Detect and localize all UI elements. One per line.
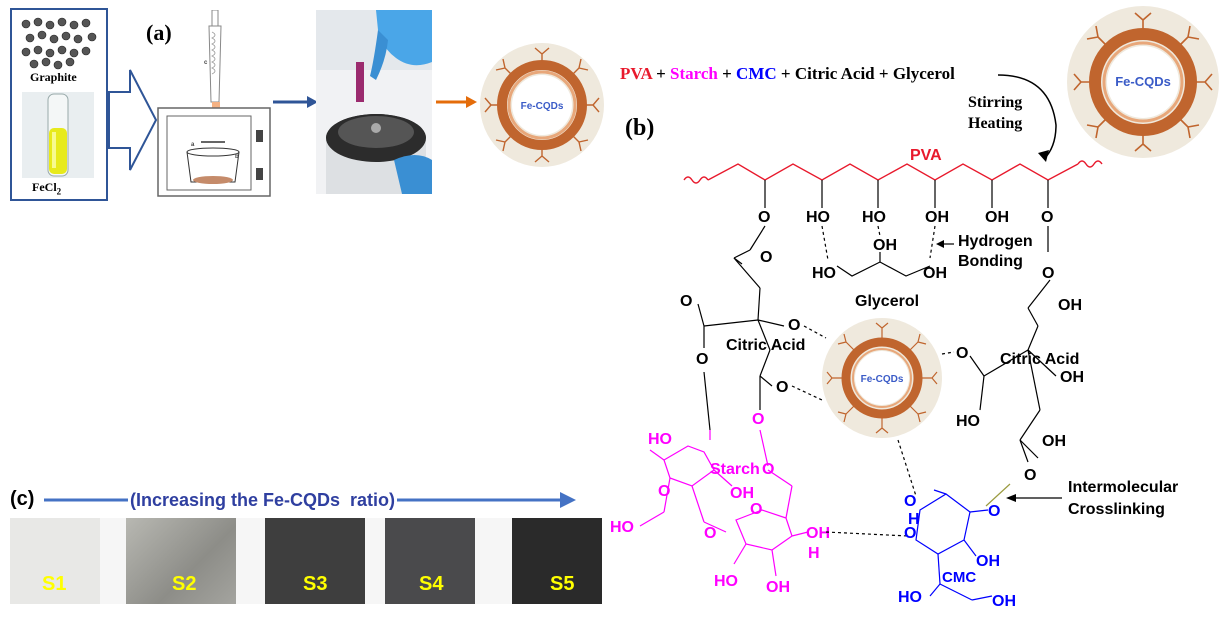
sample-s5-label: S5 [550, 573, 575, 595]
hydrogen-label: Hydrogen [958, 233, 1033, 250]
starch-label: Starch [710, 461, 760, 478]
hollow-arrow-icon [108, 69, 158, 171]
sample-s3: S3 [265, 518, 365, 604]
sample-s1: S1 [10, 518, 100, 604]
svg-text:c: c [204, 60, 208, 66]
svg-text:OH: OH [730, 485, 754, 502]
svg-text:OH: OH [985, 209, 1009, 226]
citric-acid-right-label: Citric Acid [1000, 351, 1079, 368]
graphite-label: Graphite [30, 70, 77, 84]
cmc-label: CMC [942, 569, 976, 586]
svg-text:O: O [762, 461, 774, 478]
orange-arrow-icon [436, 96, 477, 108]
pva-chain [683, 160, 1103, 184]
glycerol-label: Glycerol [855, 293, 919, 310]
svg-text:HO: HO [610, 519, 634, 536]
svg-text:OH: OH [806, 525, 830, 542]
svg-text:O: O [658, 483, 670, 500]
sample-s1-label: S1 [42, 573, 67, 595]
fecl2-vial-icon [22, 92, 94, 178]
bonding-label: Bonding [958, 253, 1023, 270]
panel-c-label: (c) [10, 488, 35, 510]
svg-text:HO: HO [648, 431, 672, 448]
svg-text:O: O [696, 351, 708, 368]
sample-s4: S4 [385, 518, 475, 604]
svg-text:O: O [758, 209, 770, 226]
svg-text:OH: OH [766, 579, 790, 596]
svg-text:O: O [1041, 209, 1053, 226]
svg-text:O: O [760, 249, 772, 266]
svg-text:OH: OH [992, 593, 1016, 610]
panel-a-label: (a) [146, 20, 172, 45]
crosslink-structure-diagram: PVA O HO HO OH OH O OH HO OH Glycerol Hy… [610, 147, 1178, 610]
sample-s2: S2 [126, 518, 236, 604]
citric-acid-left-label: Citric Acid [726, 337, 805, 354]
svg-text:O: O [704, 525, 716, 542]
svg-text:OH: OH [976, 553, 1000, 570]
fe-cqd-particle-corner: Fe-CQDs [1067, 6, 1219, 158]
reaction-starch: Starch [670, 64, 718, 83]
reaction-equation: PVA + Starch + CMC + Citric Acid + Glyce… [620, 64, 955, 84]
intermolecular-label: Intermolecular [1068, 479, 1178, 496]
reaction-cmc: CMC [736, 64, 777, 83]
reaction-rest: + Citric Acid + Glycerol [776, 64, 955, 83]
svg-text:HO: HO [806, 209, 830, 226]
panel-b-label: (b) [625, 115, 655, 141]
svg-text:OH: OH [873, 237, 897, 254]
crosslinking-label: Crosslinking [1068, 501, 1165, 518]
svg-text:HO: HO [812, 265, 836, 282]
curved-arrow-icon [997, 74, 1057, 162]
svg-text:H: H [808, 545, 820, 562]
svg-text:HO: HO [956, 413, 980, 430]
svg-text:HO: HO [898, 589, 922, 606]
svg-text:OH: OH [1058, 297, 1082, 314]
svg-text:OH: OH [923, 265, 947, 282]
precursor-box [10, 8, 108, 201]
fecl2-label-base: FeCl [32, 180, 57, 194]
svg-text:HO: HO [862, 209, 886, 226]
sample-s3-label: S3 [303, 573, 328, 595]
svg-text:O: O [1024, 467, 1036, 484]
reaction-plus-2: + [717, 64, 737, 83]
svg-text:HO: HO [714, 573, 738, 590]
svg-text:O: O [904, 493, 916, 510]
fe-cqd-a-label: Fe-CQDs [521, 101, 564, 112]
reaction-pva: PVA [620, 64, 652, 83]
stirring-label: Stirring [968, 94, 1023, 111]
starch-molecule [639, 429, 809, 577]
cmc-molecule [915, 489, 993, 601]
fecl2-label: FeCl2 [32, 180, 61, 196]
blue-arrow-1-icon [273, 96, 318, 108]
fecl2-label-sub: 2 [56, 186, 62, 197]
sample-s5: S5 [512, 518, 602, 604]
pva-chain-label: PVA [910, 147, 942, 164]
svg-text:O: O [776, 379, 788, 396]
heating-label: Heating [968, 115, 1023, 132]
svg-text:O: O [752, 411, 764, 428]
fe-cqd-corner-label: Fe-CQDs [1115, 74, 1171, 89]
svg-text:b: b [235, 154, 239, 160]
microwave-reactor-icon: c a b [157, 10, 271, 197]
svg-text:O: O [904, 525, 916, 542]
svg-text:O: O [788, 317, 800, 334]
svg-text:O: O [680, 293, 692, 310]
svg-text:O: O [988, 503, 1000, 520]
svg-text:OH: OH [1060, 369, 1084, 386]
svg-text:OH: OH [925, 209, 949, 226]
fe-cqd-particle-a: Fe-CQDs [480, 43, 604, 167]
svg-text:H: H [908, 511, 920, 528]
graphite-icon [21, 17, 97, 70]
sample-s2-label: S2 [172, 573, 197, 595]
reaction-plus-1: + [651, 64, 670, 83]
svg-text:O: O [956, 345, 968, 362]
svg-text:O: O [1042, 265, 1054, 282]
svg-text:a: a [191, 142, 195, 148]
increasing-caption: (Increasing the Fe-CQDs ratio) [128, 490, 398, 511]
svg-text:OH: OH [1042, 433, 1066, 450]
fe-cqd-particle-center: Fe-CQDs [822, 318, 942, 438]
sample-s4-label: S4 [419, 573, 444, 595]
svg-text:O: O [750, 501, 762, 518]
centrifuge-photo-icon [316, 10, 432, 194]
fe-cqd-center-label: Fe-CQDs [861, 374, 904, 385]
